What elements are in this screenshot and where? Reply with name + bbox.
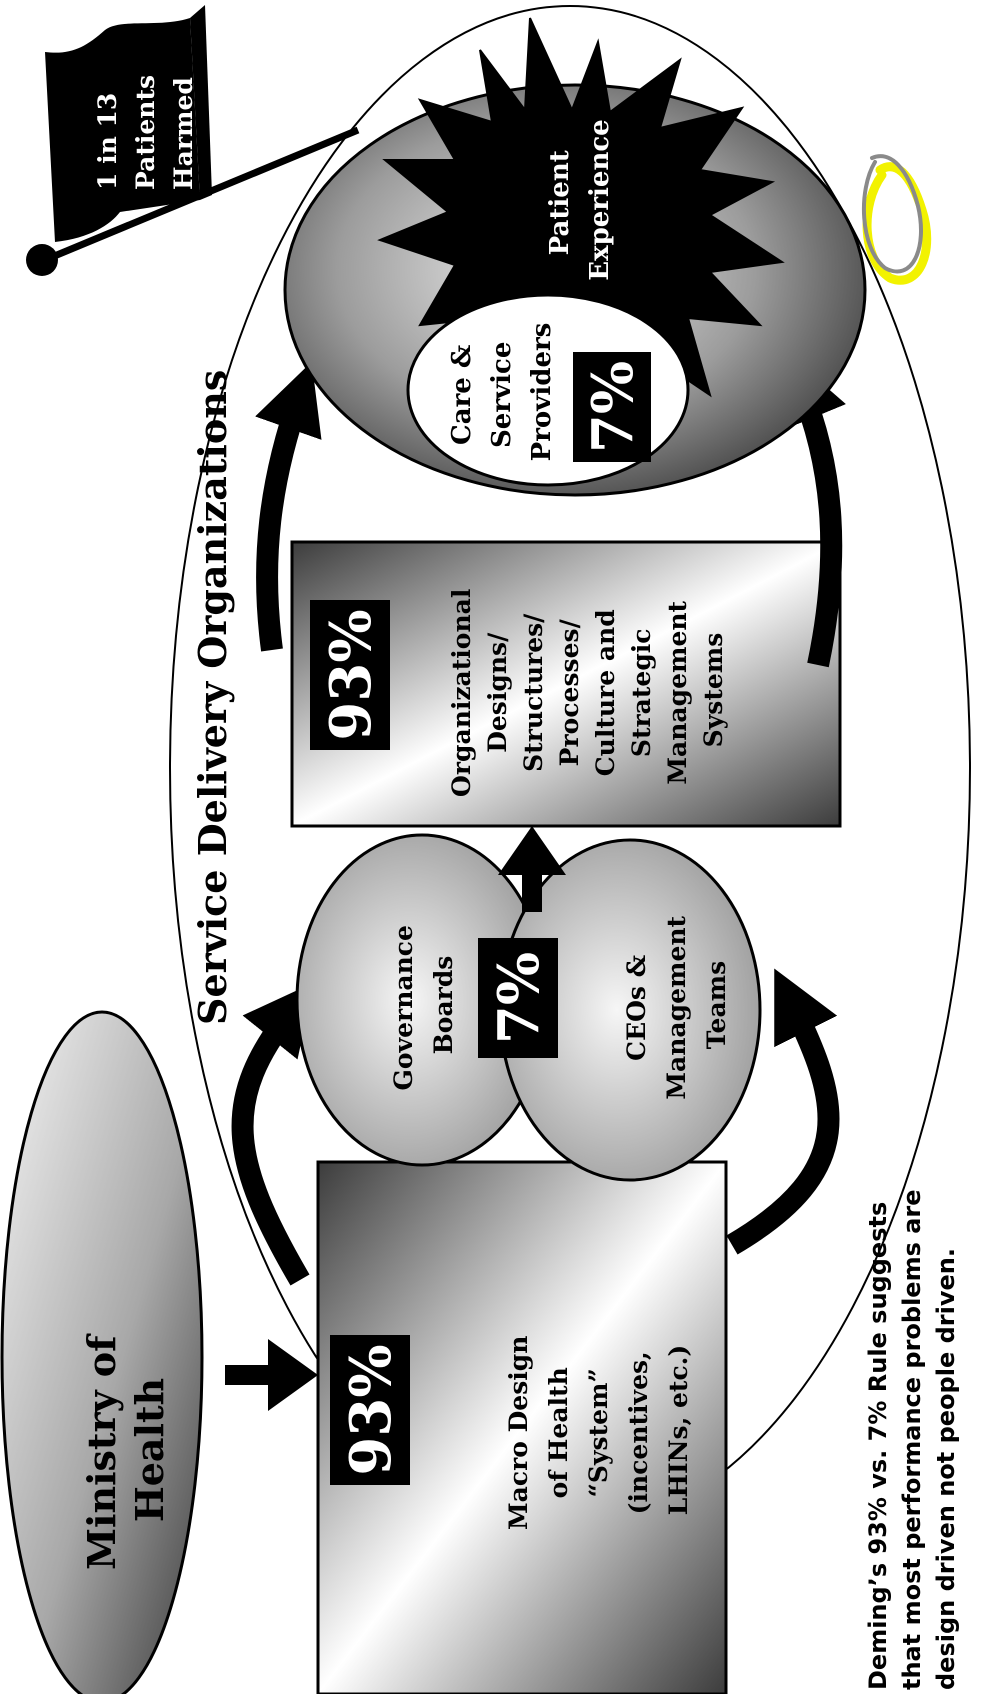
org-line-6: Strategic bbox=[627, 628, 656, 757]
svg-text:Deming’s 93% vs. 7% Rule sugge: Deming’s 93% vs. 7% Rule suggests that m… bbox=[864, 1184, 960, 1690]
arrow-macro-to-ceos bbox=[726, 968, 840, 1255]
arrow-org-to-providers-top bbox=[255, 361, 322, 652]
ministry-line-1: Ministry of bbox=[79, 1333, 124, 1570]
note-line-1: Deming’s 93% vs. 7% Rule suggests bbox=[864, 1202, 892, 1690]
providers-pct-badge bbox=[573, 352, 651, 462]
macro-pct-badge bbox=[330, 1335, 410, 1485]
svg-text:1 in 13 Patients H: 1 in 13 Patients Harmed bbox=[93, 69, 198, 190]
ceos-line-1: CEOs & bbox=[622, 954, 651, 1061]
providers-pct: 7% bbox=[580, 361, 646, 453]
ceos-line-3: Teams bbox=[702, 961, 731, 1049]
org-pct: 93% bbox=[318, 609, 384, 740]
svg-text:Patient Experience: Patient Experience bbox=[545, 119, 615, 280]
providers-line-2: Service bbox=[487, 342, 517, 448]
macro-line-3: “System” bbox=[584, 1368, 613, 1497]
org-line-4: Processes/ bbox=[555, 618, 584, 766]
arrow-ministry-to-macro bbox=[225, 1339, 318, 1411]
macro-design-box: 93% Macro Design of Health “System” (inc… bbox=[316, 1160, 728, 1696]
patient-line-1: Patient bbox=[545, 150, 575, 255]
flag-line-3: Harmed bbox=[169, 77, 198, 190]
svg-text:Organizational Designs/: Organizational Designs/ Structures/ Proc… bbox=[447, 583, 728, 797]
care-service-providers: Care & Service Providers 7% bbox=[406, 293, 690, 487]
note-line-2: that most performance problems are bbox=[898, 1189, 926, 1690]
governance-boards: Governance Boards bbox=[295, 833, 549, 1167]
svg-text:Governance Boards: Governance Boards bbox=[389, 920, 458, 1091]
arrow-macro-to-governance bbox=[231, 982, 314, 1286]
governance-pct-badge bbox=[478, 938, 558, 1058]
svg-text:CEOs & Management: CEOs & Management Teams bbox=[622, 910, 731, 1099]
patient-line-2: Experience bbox=[585, 119, 615, 280]
flag-line-2: Patients bbox=[131, 75, 160, 190]
org-line-3: Structures/ bbox=[519, 613, 548, 772]
arrow-org-to-providers-bottom bbox=[780, 352, 846, 668]
org-line-8: Systems bbox=[699, 633, 728, 748]
providers-line-3: Providers bbox=[527, 323, 557, 462]
org-line-7: Management bbox=[663, 600, 692, 784]
macro-line-4: (incentives, bbox=[624, 1351, 653, 1514]
governance-pct: 7% bbox=[486, 952, 552, 1044]
arrow-leadership-to-org bbox=[498, 826, 566, 912]
macro-line-2: of Health bbox=[544, 1367, 573, 1498]
ceos-line-2: Management bbox=[662, 915, 691, 1099]
governance-line-1: Governance bbox=[389, 925, 418, 1090]
note-line-3: design driven not people driven. bbox=[932, 1248, 960, 1690]
macro-line-1: Macro Design bbox=[504, 1336, 533, 1530]
harm-flag: 1 in 13 Patients Harmed bbox=[26, 5, 360, 276]
macro-line-5: LHINs, etc.) bbox=[664, 1345, 693, 1515]
svg-text:Ministry of Health: Ministry of Health bbox=[79, 1330, 172, 1570]
ministry-of-health: Ministry of Health bbox=[0, 1010, 204, 1699]
org-line-5: Culture and bbox=[591, 609, 620, 776]
svg-text:Care & Service Pro: Care & Service Providers bbox=[447, 323, 557, 462]
patient-experience-starburst: Patient Experience bbox=[377, 17, 785, 423]
governance-line-2: Boards bbox=[429, 956, 458, 1055]
svg-text:Macro Design of Health: Macro Design of Health “System” (incenti… bbox=[504, 1330, 693, 1530]
org-line-2: Designs/ bbox=[483, 632, 512, 753]
org-line-1: Organizational bbox=[447, 589, 476, 797]
organizational-design-box: 93% Organizational Designs/ Structures/ … bbox=[290, 540, 842, 828]
ceos-management-teams: CEOs & Management Teams bbox=[498, 838, 762, 1182]
ministry-line-2: Health bbox=[127, 1378, 172, 1522]
flag-line-1: 1 in 13 bbox=[93, 93, 122, 190]
org-pct-badge bbox=[310, 600, 390, 750]
diagram-title: Service Delivery Organizations bbox=[190, 370, 235, 1025]
providers-line-1: Care & bbox=[447, 345, 477, 445]
macro-pct: 93% bbox=[338, 1344, 404, 1475]
highlight-scribble bbox=[861, 154, 932, 285]
